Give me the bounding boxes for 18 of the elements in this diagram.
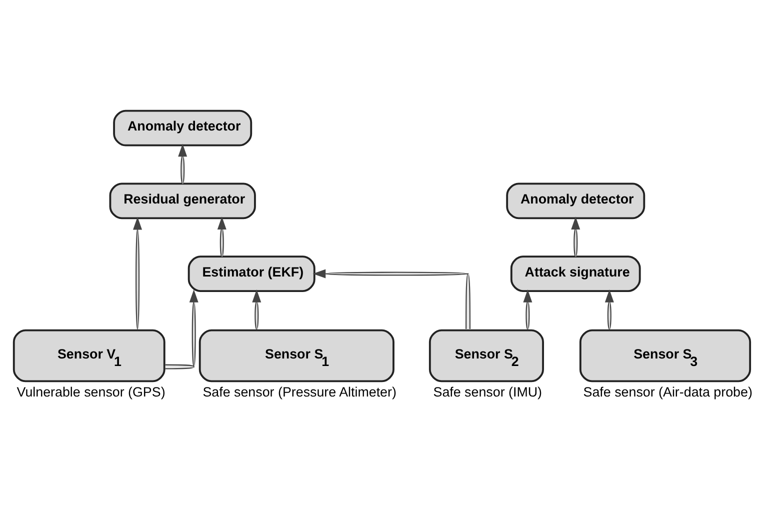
node-label: Safe sensor (IMU) (433, 384, 542, 400)
arrow (523, 290, 532, 330)
node-box: Anomaly detector (506, 182, 646, 220)
arrow (178, 144, 188, 184)
arrow (133, 216, 142, 330)
arrow (217, 216, 226, 257)
node-box: Attack signature (510, 256, 641, 292)
arrow (252, 290, 262, 330)
node-label: Safe sensor (Air-data probe) (583, 384, 752, 400)
node-box: Estimator (EKF) (188, 256, 316, 292)
arrow (312, 269, 470, 330)
node-box: Residual generator (109, 182, 256, 220)
arrow (571, 216, 580, 257)
arrow (604, 290, 614, 330)
node-box: Anomaly detector (113, 110, 252, 146)
node-label: Vulnerable sensor (GPS) (16, 384, 166, 400)
node-label: Safe sensor (Pressure Altimeter) (202, 384, 396, 400)
arrow (165, 290, 198, 370)
